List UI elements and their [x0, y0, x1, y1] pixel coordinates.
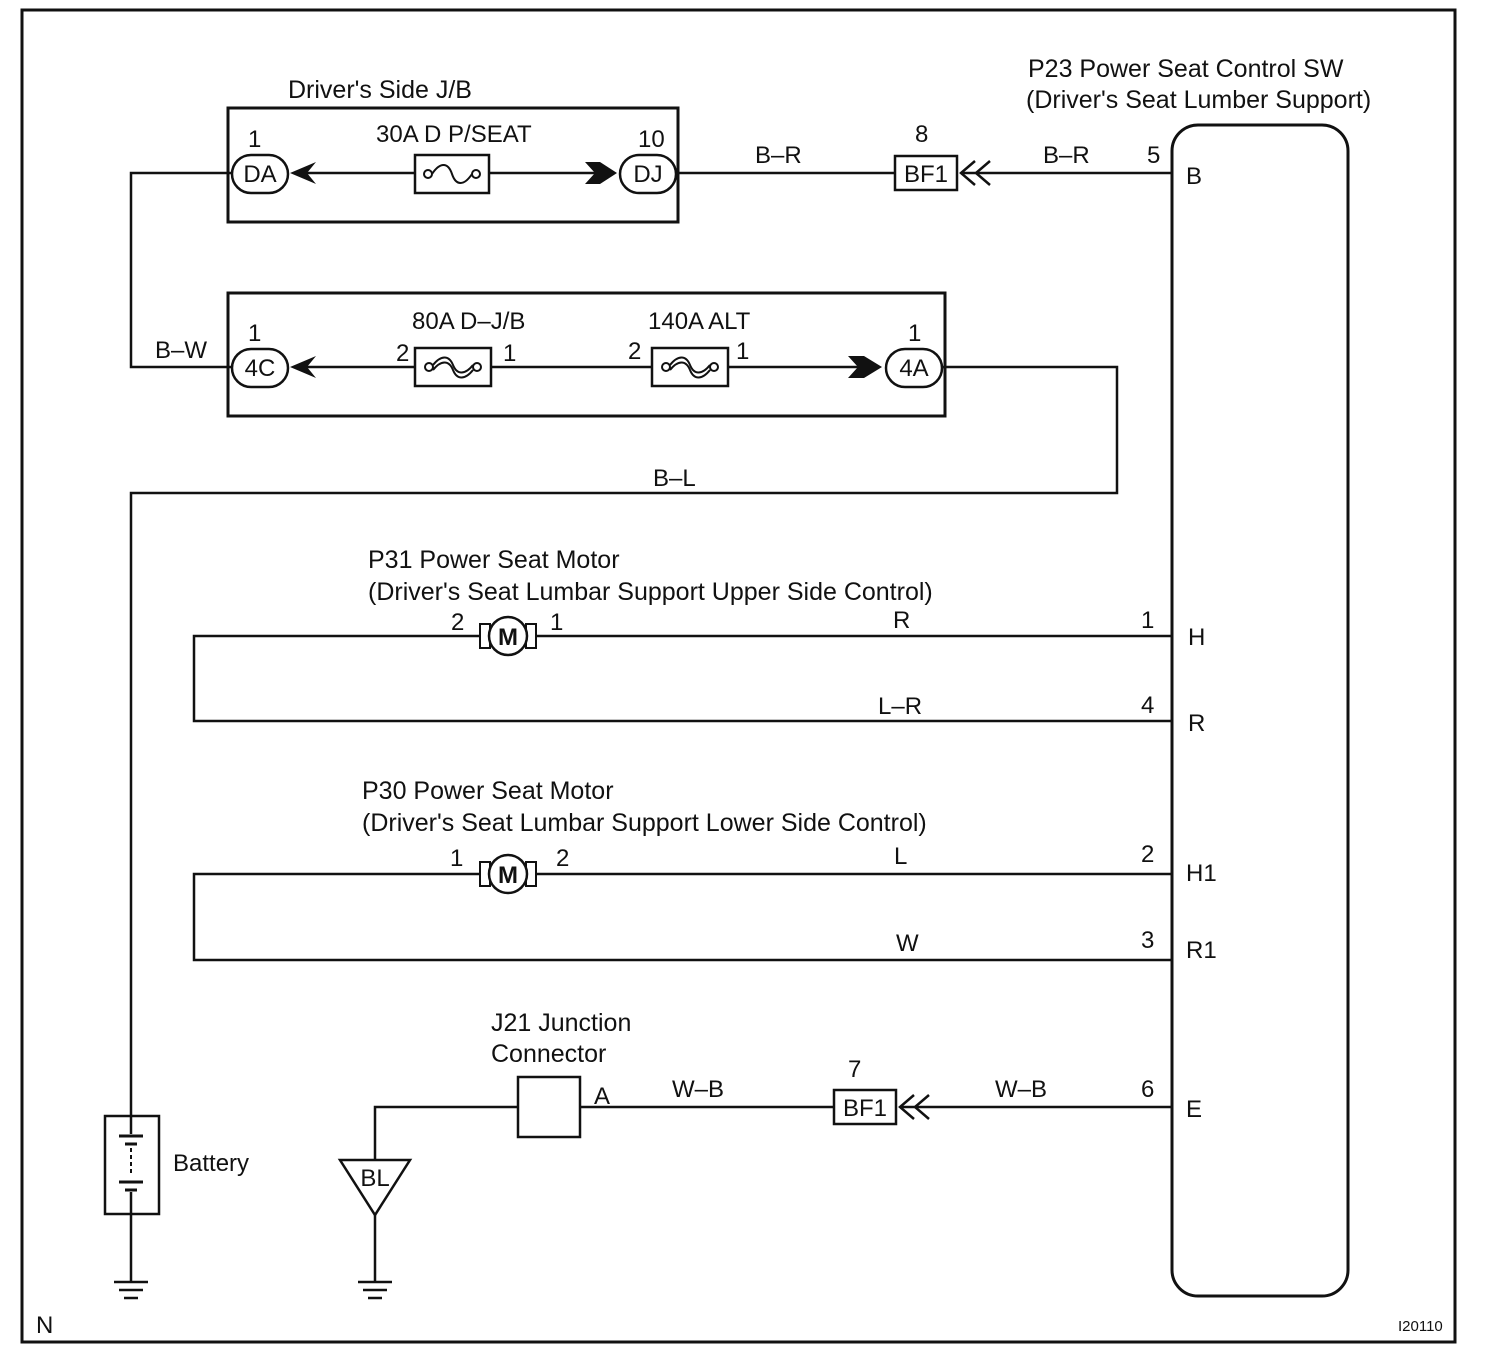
- wire-4a-to-battery: [129, 365, 1119, 1116]
- fuse-140a-pin-right: 1: [736, 338, 749, 365]
- footer-left-mark: N: [36, 1312, 53, 1339]
- ground-icon-bl: [358, 1280, 392, 1300]
- connector-4a-arrow-icon: [848, 356, 882, 378]
- connector-bf1-top: 8 BF1: [893, 121, 991, 192]
- switch-h1-pin: 2: [1141, 841, 1154, 868]
- bf1-top-label: BF1: [904, 161, 948, 188]
- wire-upper-h-label: R: [893, 607, 910, 634]
- wire-lower-r1: [192, 872, 1172, 962]
- fusible-link-block: 1 4C 80A D–J/B 2 1 140A ALT 2 1 1 4A: [226, 291, 947, 418]
- j21-title-line2: Connector: [491, 1040, 606, 1068]
- dj-pin-number: 10: [638, 126, 665, 153]
- motor-upper-symbol: M: [498, 624, 518, 651]
- fuse-80a-label: 80A D–J/B: [412, 308, 525, 335]
- switch-r1-terminal: R1: [1186, 937, 1217, 964]
- switch-r-pin: 4: [1141, 692, 1154, 719]
- switch-r-terminal: R: [1188, 710, 1205, 737]
- junction-block-box: [226, 106, 680, 224]
- ground-point-bl-icon: [337, 1158, 413, 1218]
- wire-da-to-4c: [129, 171, 232, 369]
- wire-j21-to-bf1-label: W–B: [672, 1076, 724, 1103]
- switch-title-line1: P23 Power Seat Control SW: [1028, 55, 1344, 83]
- motor-upper-icon: [487, 615, 529, 657]
- battery: Battery: [103, 1114, 249, 1300]
- switch-title-line2: (Driver's Seat Lumber Support): [1026, 86, 1371, 114]
- bf1-bottom-pin-number: 7: [848, 1056, 861, 1083]
- bf1-top-box: [893, 154, 959, 192]
- wire-bf1-to-switch-b-label: B–R: [1043, 142, 1090, 169]
- wire-upper-r-label: L–R: [878, 693, 922, 720]
- wire-dj-to-bf1-label: B–R: [755, 142, 802, 169]
- fuse-140a-label: 140A ALT: [648, 308, 751, 335]
- wire-lower-h1-label: L: [894, 843, 907, 870]
- motor-lower-title-line2: (Driver's Seat Lumbar Support Lower Side…: [362, 809, 927, 837]
- wire-j21-to-ground: [373, 1105, 518, 1160]
- switch-h-terminal: H: [1188, 624, 1205, 651]
- connector-4c-label: 4C: [245, 355, 276, 382]
- motor-upper-pin-right: 1: [550, 609, 563, 636]
- motor-lower-side: P30 Power Seat Motor (Driver's Seat Lumb…: [192, 777, 1172, 962]
- connector-dj-label: DJ: [633, 161, 662, 188]
- battery-label: Battery: [173, 1150, 249, 1177]
- battery-icon: [119, 1116, 143, 1214]
- connector-dj-arrow-icon: [585, 162, 617, 184]
- j21-box: [516, 1075, 582, 1139]
- ground-point-bl-label: BL: [360, 1165, 389, 1192]
- diagram-frame: [20, 8, 1457, 1344]
- ground-point-bl: BL: [337, 1158, 413, 1300]
- switch-h-pin: 1: [1141, 607, 1154, 634]
- 4a-pin-number: 1: [908, 320, 921, 347]
- bf1-bottom-label: BF1: [843, 1095, 887, 1122]
- motor-lower-pin-right: 2: [556, 845, 569, 872]
- wire-4a-to-battery-label: B–L: [653, 465, 696, 492]
- switch-r1-pin: 3: [1141, 927, 1154, 954]
- switch-e-terminal: E: [1186, 1096, 1202, 1123]
- connector-4c: [230, 347, 290, 389]
- motor-lower-title-line1: P30 Power Seat Motor: [362, 777, 614, 805]
- motor-upper-title-line1: P31 Power Seat Motor: [368, 546, 620, 574]
- motor-lower-pin-left: 1: [450, 845, 463, 872]
- fuse-80a-pin-left: 2: [396, 340, 409, 367]
- motor-lower-symbol: M: [498, 862, 518, 889]
- fusible-link-block-box: [226, 291, 947, 418]
- switch-h1-terminal: H1: [1186, 860, 1217, 887]
- ground-icon-battery: [114, 1280, 148, 1300]
- switch-body: [1170, 123, 1350, 1298]
- switch-b-pin: 5: [1147, 142, 1160, 169]
- drivers-side-junction-block: Driver's Side J/B 30A D P/SEAT 1 DA 10 D…: [226, 76, 680, 224]
- j21-junction-connector: J21 Junction Connector A: [491, 1009, 631, 1139]
- bf1-top-pin-number: 8: [915, 121, 928, 148]
- connector-da-arrow-icon: [290, 162, 316, 184]
- motor-upper-side: P31 Power Seat Motor (Driver's Seat Lumb…: [192, 546, 1172, 723]
- bf1-bottom-box: [832, 1088, 898, 1126]
- da-pin-number: 1: [248, 126, 261, 153]
- fuse-140a-pin-left: 2: [628, 338, 641, 365]
- wire-da-to-4c-label: B–W: [155, 337, 207, 364]
- switch-e-pin: 6: [1141, 1076, 1154, 1103]
- footer-figure-id: I20110: [1398, 1318, 1443, 1335]
- connector-4a-label: 4A: [899, 355, 928, 382]
- switch-b-terminal: B: [1186, 163, 1202, 190]
- motor-lower-icon: [487, 853, 529, 895]
- j21-title-line1: J21 Junction: [491, 1009, 631, 1037]
- motor-upper-pin-left: 2: [451, 609, 464, 636]
- 4c-pin-number: 1: [248, 320, 261, 347]
- wire-bf1-to-switch-e-label: W–B: [995, 1076, 1047, 1103]
- fuse-80a-pin-right: 1: [503, 340, 516, 367]
- connector-4c-arrow-icon: [290, 356, 316, 378]
- wire-upper-r: [192, 634, 1172, 723]
- motor-upper-title-line2: (Driver's Seat Lumbar Support Upper Side…: [368, 578, 933, 606]
- junction-block-title: Driver's Side J/B: [288, 76, 472, 104]
- fuse-30a-label: 30A D P/SEAT: [376, 121, 532, 148]
- connector-bf1-bottom: 7 BF1: [832, 1056, 930, 1126]
- j21-terminal: A: [594, 1083, 610, 1110]
- connector-da-label: DA: [243, 161, 276, 188]
- power-seat-control-switch: P23 Power Seat Control SW (Driver's Seat…: [1026, 55, 1371, 1298]
- wire-lower-r1-label: W: [896, 930, 919, 957]
